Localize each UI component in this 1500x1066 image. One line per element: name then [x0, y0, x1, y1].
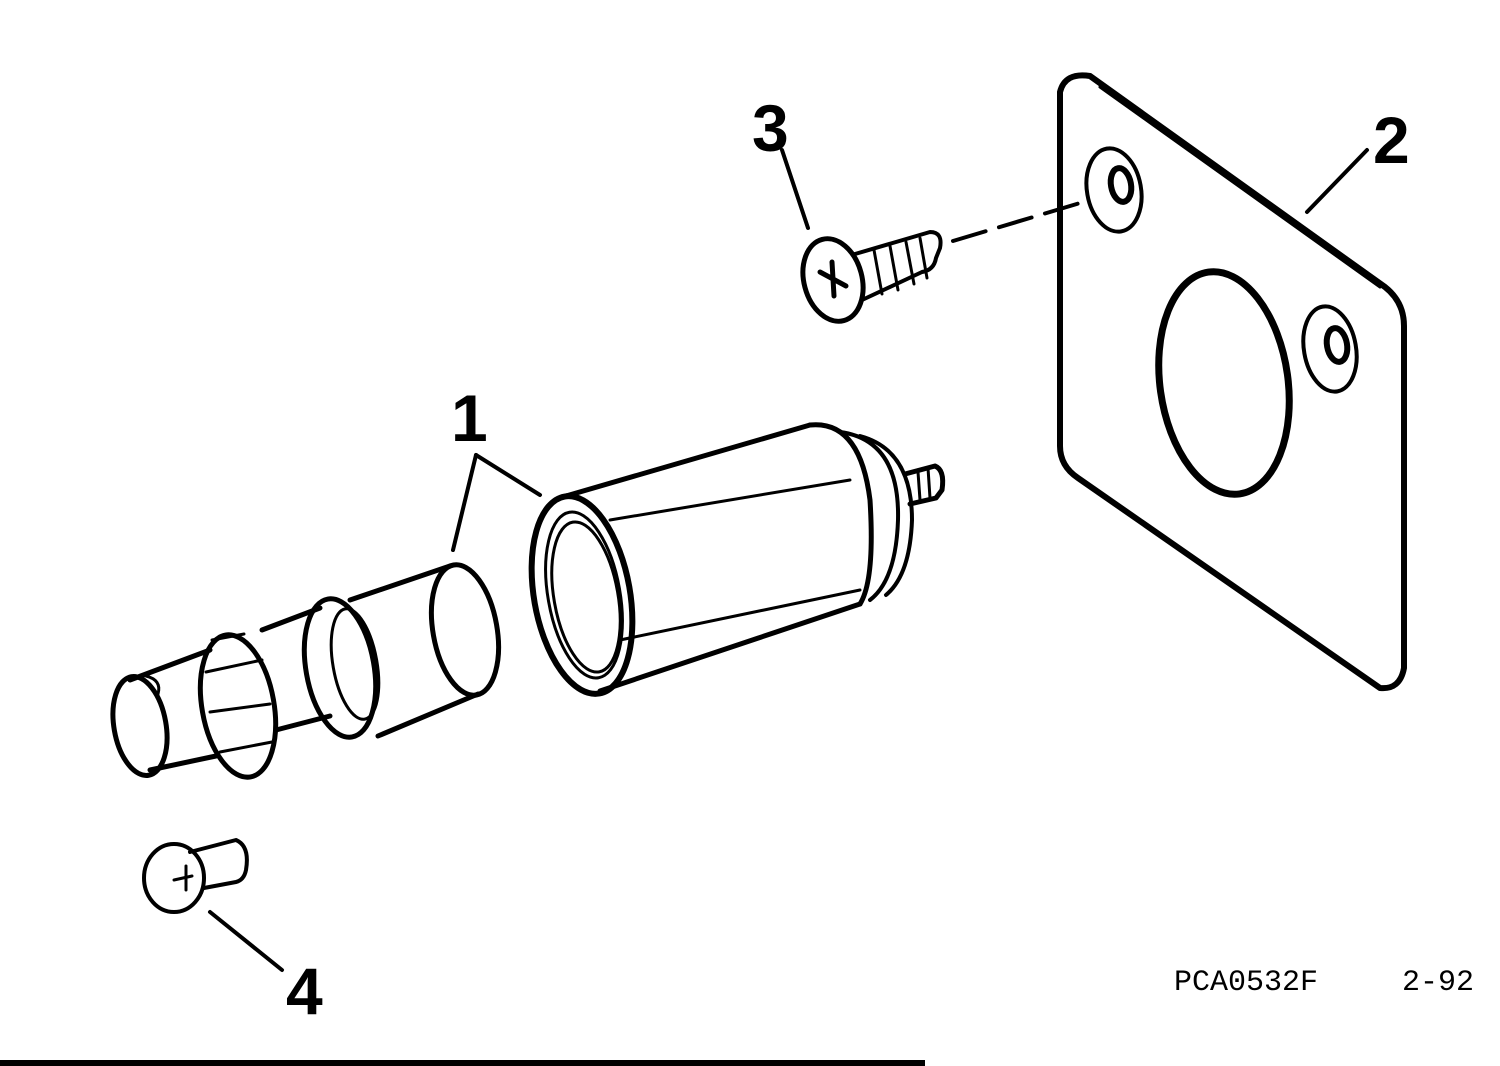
callout-part-2: 2: [1373, 103, 1410, 177]
callout-part-4: 4: [286, 954, 323, 1028]
callout-part-3: 3: [752, 91, 789, 165]
reference-code: PCA0532F: [1174, 966, 1319, 1000]
mounting-plate: [1057, 72, 1407, 692]
screw: [800, 201, 1082, 324]
socket-housing: [528, 422, 946, 697]
bulb: [142, 838, 249, 914]
bottom-rule: [0, 1060, 925, 1066]
lighter-element: [110, 562, 502, 780]
leader-lines: [208, 148, 1369, 972]
page-number: 2-92: [1402, 966, 1475, 1000]
callout-part-1: 1: [451, 381, 488, 455]
